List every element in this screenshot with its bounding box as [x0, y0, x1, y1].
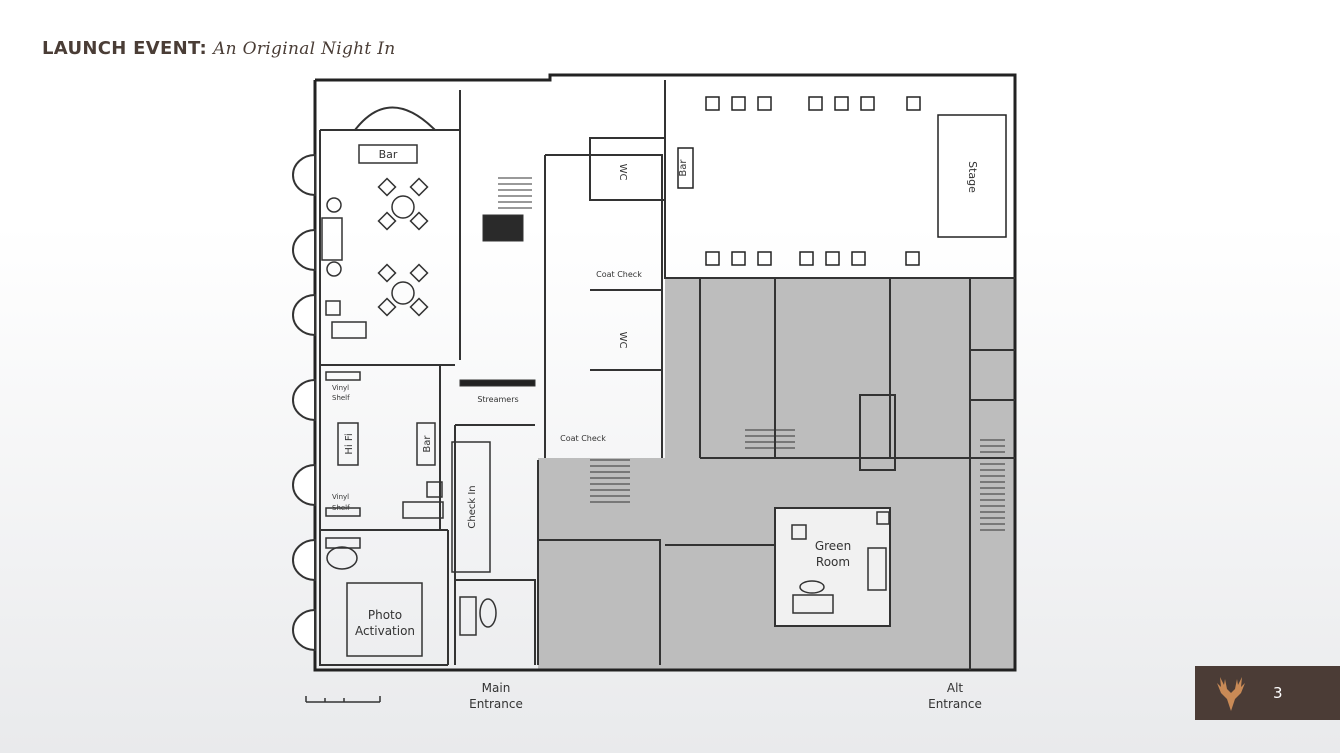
label-vinyl-shelf-bottom-1: Vinyl — [332, 493, 349, 501]
lounge-furniture — [321, 144, 429, 339]
label-bar-side: Bar — [422, 435, 433, 453]
label-bar-top: Bar — [379, 148, 398, 161]
scale-bar — [305, 696, 381, 703]
restricted-zone — [538, 278, 1015, 670]
main-hall-tables — [677, 96, 1007, 266]
label-coat-check-lower: Coat Check — [560, 434, 606, 443]
label-alt-entrance-2: Entrance — [928, 697, 982, 711]
stag-logo-icon — [1217, 677, 1245, 711]
stairs — [459, 177, 1005, 531]
label-bar-hall: Bar — [678, 159, 689, 177]
page-badge: 3 — [1195, 666, 1340, 720]
page-number: 3 — [1273, 684, 1283, 702]
label-hifi: Hi Fi — [344, 433, 355, 454]
label-streamers: Streamers — [477, 395, 518, 404]
label-coat-check-upper: Coat Check — [596, 270, 642, 279]
title-italic: An Original Night In — [213, 39, 396, 59]
label-vinyl-shelf-top-1: Vinyl — [332, 384, 349, 392]
bay-windows — [292, 106, 436, 652]
label-main-entrance-1: Main — [482, 681, 511, 695]
label-wc-lower: WC — [617, 332, 628, 349]
bar-counter-top — [358, 144, 418, 164]
label-stage: Stage — [966, 161, 979, 193]
label-green-room-2: Room — [816, 555, 850, 569]
label-main-entrance-2: Entrance — [469, 697, 523, 711]
outer-walls — [313, 73, 1017, 672]
title-bold: LAUNCH EVENT: — [42, 38, 208, 59]
slide-title: LAUNCH EVENT: An Original Night In — [42, 38, 396, 59]
label-check-in: Check In — [467, 485, 478, 528]
interior-walls — [319, 80, 1015, 670]
label-wc-upper: WC — [617, 164, 628, 181]
label-vinyl-shelf-bottom-2: Shelf — [332, 504, 350, 512]
label-alt-entrance-1: Alt — [947, 681, 964, 695]
label-photo-activation-2: Activation — [355, 624, 415, 638]
label-photo-activation-1: Photo — [368, 608, 402, 622]
label-vinyl-shelf-top-2: Shelf — [332, 394, 350, 402]
floor-plan: Bar Stage Bar WC Coat Check WC Coat Chec… — [292, 73, 1017, 711]
label-green-room-1: Green — [815, 539, 851, 553]
hifi-room-furniture — [325, 371, 497, 657]
plan-labels: Bar Stage Bar WC Coat Check WC Coat Chec… — [332, 148, 982, 711]
green-room-furniture — [791, 511, 890, 614]
